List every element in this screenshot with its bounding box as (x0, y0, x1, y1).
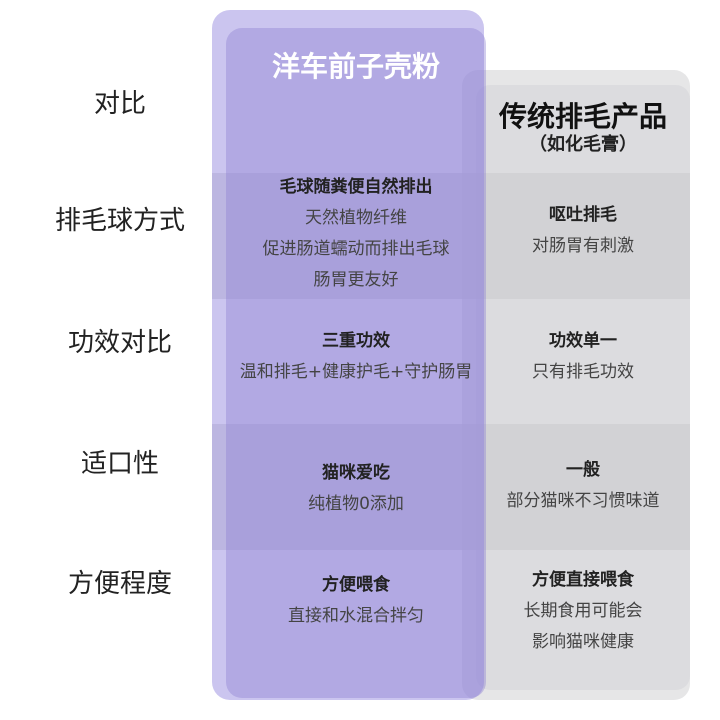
cell-line: 天然植物纤维 (305, 208, 407, 228)
product-column-bg-inner (226, 28, 486, 698)
cell-line: 肠胃更友好 (313, 270, 399, 290)
cell-line: 纯植物0添加 (308, 494, 404, 514)
traditional-efficacy-cell: 功效单一 只有排毛功效 (476, 326, 690, 388)
row-label-convenience: 方便程度 (67, 569, 172, 599)
cell-line: 对肠胃有刺激 (532, 236, 634, 256)
traditional-column-bg (462, 70, 690, 700)
traditional-method-cell: 呕吐排毛 对肠胃有刺激 (476, 200, 690, 262)
cell-line: 呕吐排毛 (549, 205, 617, 225)
product-convenience-cell: 方便喂食 直接和水混合拌匀 (226, 570, 486, 632)
traditional-convenience-cell: 方便直接喂食 长期食用可能会 影响猫咪健康 (476, 565, 690, 658)
product-method-cell: 毛球随粪便自然排出 天然植物纤维 促进肠道蠕动而排出毛球 肠胃更友好 (226, 172, 486, 296)
traditional-palatability-cell: 一般 部分猫咪不习惯味道 (476, 455, 690, 517)
product-efficacy-cell: 三重功效 温和排毛+健康护毛+守护肠胃 (226, 326, 486, 388)
compare-label: 对比 (93, 89, 146, 119)
cell-line: 三重功效 (322, 331, 390, 351)
cell-line: 猫咪爱吃 (322, 463, 390, 483)
product-column-bg (212, 10, 484, 700)
cell-line: 方便直接喂食 (532, 570, 634, 590)
row-label-method: 排毛球方式 (54, 206, 185, 236)
cell-line: 只有排毛功效 (532, 362, 634, 382)
cell-line: 长期食用可能会 (523, 601, 643, 621)
cell-line: 部分猫咪不习惯味道 (506, 491, 660, 511)
cell-line: 促进肠道蠕动而排出毛球 (262, 239, 450, 259)
row-label-palatability: 适口性 (80, 449, 159, 479)
product-title: 洋车前子壳粉 (271, 50, 440, 83)
product-palatability-cell: 猫咪爱吃 纯植物0添加 (226, 458, 486, 520)
cell-line: 方便喂食 (322, 575, 390, 595)
cell-line: 影响猫咪健康 (532, 632, 634, 652)
traditional-title: 传统排毛产品 (498, 100, 667, 133)
cell-line: 一般 (566, 460, 600, 480)
cell-line: 毛球随粪便自然排出 (279, 177, 433, 197)
row-label-efficacy: 功效对比 (67, 328, 172, 358)
cell-line: 温和排毛+健康护毛+守护肠胃 (239, 362, 473, 382)
traditional-subtitle: （如化毛膏） (529, 134, 637, 155)
cell-line: 直接和水混合拌匀 (288, 606, 424, 626)
traditional-column-bg-inner (476, 85, 690, 690)
cell-line: 功效单一 (549, 331, 617, 351)
